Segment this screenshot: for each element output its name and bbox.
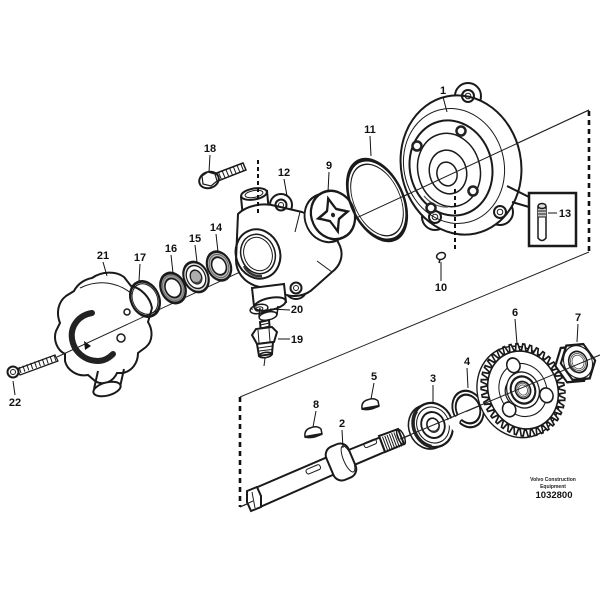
part-2-shaft bbox=[246, 427, 407, 513]
callout-2[interactable]: 2 bbox=[339, 418, 345, 430]
callout-8[interactable]: 8 bbox=[313, 399, 319, 411]
callout-7[interactable]: 7 bbox=[575, 312, 581, 324]
part-1-cover bbox=[399, 82, 523, 236]
assembly-plane-top-edge bbox=[239, 251, 590, 398]
part-19-plug bbox=[250, 318, 279, 367]
part-14-seal bbox=[205, 250, 233, 282]
callout-18[interactable]: 18 bbox=[204, 143, 216, 155]
brand-text-line2: Equipment bbox=[540, 484, 566, 490]
part-16-seal-ring bbox=[159, 271, 187, 305]
callout-labels: 1 2 3 4 5 6 7 8 9 10 11 12 13 14 15 16 1… bbox=[9, 85, 581, 430]
part-5-key bbox=[361, 397, 380, 411]
part-6-gear bbox=[476, 342, 566, 439]
callout-4[interactable]: 4 bbox=[464, 356, 471, 368]
callout-5[interactable]: 5 bbox=[371, 371, 377, 383]
part-20-washer bbox=[249, 303, 269, 315]
callout-9[interactable]: 9 bbox=[326, 160, 332, 172]
brand-text-line1: Volvo Construction bbox=[530, 477, 576, 483]
part-7-nut bbox=[554, 342, 597, 384]
part-8-key bbox=[304, 425, 323, 439]
part-13-detail-box bbox=[506, 185, 578, 248]
callout-17[interactable]: 17 bbox=[134, 252, 146, 264]
part-15-bushing bbox=[182, 260, 210, 294]
part-10-pin bbox=[435, 251, 447, 264]
callout-20[interactable]: 20 bbox=[291, 304, 303, 316]
construction-lines bbox=[238, 109, 600, 508]
callout-12[interactable]: 12 bbox=[278, 167, 290, 179]
figure-number: 1032800 bbox=[536, 490, 573, 501]
callout-13[interactable]: 13 bbox=[559, 208, 571, 220]
callout-1[interactable]: 1 bbox=[440, 85, 446, 97]
part-9-rotor bbox=[303, 189, 357, 244]
callout-10[interactable]: 10 bbox=[435, 282, 447, 294]
callout-14[interactable]: 14 bbox=[210, 222, 223, 234]
figure-footer: Volvo Construction Equipment 1032800 bbox=[530, 477, 576, 501]
callout-19[interactable]: 19 bbox=[291, 334, 303, 346]
callout-22[interactable]: 22 bbox=[9, 397, 21, 409]
part-22-bolt bbox=[6, 354, 59, 379]
callout-3[interactable]: 3 bbox=[430, 373, 436, 385]
callout-15[interactable]: 15 bbox=[189, 233, 201, 245]
callout-11[interactable]: 11 bbox=[364, 124, 376, 136]
callout-16[interactable]: 16 bbox=[165, 243, 177, 255]
part-18-bolt bbox=[198, 162, 247, 190]
part-17-o-ring bbox=[128, 280, 162, 318]
leader-lines bbox=[12, 96, 579, 449]
callout-21[interactable]: 21 bbox=[97, 250, 109, 262]
callout-6[interactable]: 6 bbox=[512, 307, 518, 319]
part-11-o-ring bbox=[345, 157, 409, 243]
